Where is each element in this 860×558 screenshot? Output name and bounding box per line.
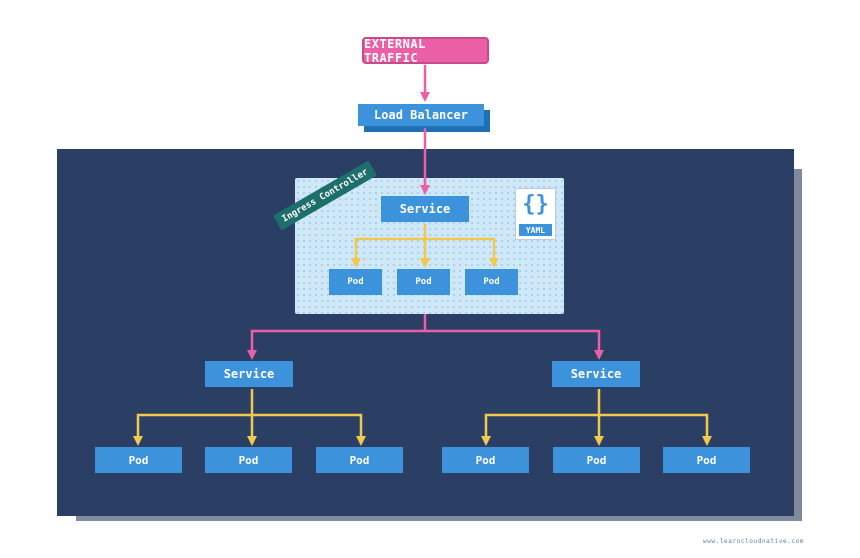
line-ingress-split <box>247 314 427 360</box>
line-ls-pod1 <box>133 413 252 446</box>
left-service-label: Service <box>205 361 293 387</box>
right-pod-1: Pod <box>442 447 535 479</box>
left-pod-3: Pod <box>316 447 409 479</box>
pod-label: Pod <box>442 447 529 473</box>
external-traffic-box: EXTERNAL TRAFFIC <box>362 37 489 65</box>
ingress-service-label: Service <box>381 196 469 222</box>
load-balancer-box: Load Balancer <box>358 104 490 132</box>
pod-label: Pod <box>329 269 382 295</box>
right-service-label: Service <box>552 361 640 387</box>
line-rs-pod3 <box>599 413 712 446</box>
right-pod-3: Pod <box>663 447 756 479</box>
ingress-pod-3: Pod <box>465 269 524 301</box>
load-balancer-label: Load Balancer <box>358 104 484 126</box>
right-pod-2: Pod <box>553 447 646 479</box>
ingress-pod-1: Pod <box>329 269 388 301</box>
yaml-file-icon: {} YAML <box>515 188 556 240</box>
line-rs-pod1 <box>481 413 599 446</box>
pod-label: Pod <box>663 447 750 473</box>
ingress-pod-2: Pod <box>397 269 456 301</box>
pod-label: Pod <box>316 447 403 473</box>
pod-label: Pod <box>397 269 450 295</box>
braces-icon: {} <box>522 192 549 217</box>
left-service-box: Service <box>205 361 299 393</box>
right-service-box: Service <box>552 361 646 393</box>
footer-url: www.learncloudnative.com <box>703 538 805 545</box>
yaml-label: YAML <box>519 224 552 236</box>
left-pod-1: Pod <box>95 447 188 479</box>
pod-label: Pod <box>205 447 292 473</box>
line-is-pod3 <box>425 237 499 268</box>
left-pod-2: Pod <box>205 447 298 479</box>
pod-label: Pod <box>465 269 518 295</box>
ingress-service-box: Service <box>381 196 475 228</box>
pod-label: Pod <box>553 447 640 473</box>
pod-label: Pod <box>95 447 182 473</box>
line-is-pod1 <box>351 237 425 268</box>
line-ls-pod3 <box>252 413 366 446</box>
line-ingress-split-right <box>425 329 604 360</box>
